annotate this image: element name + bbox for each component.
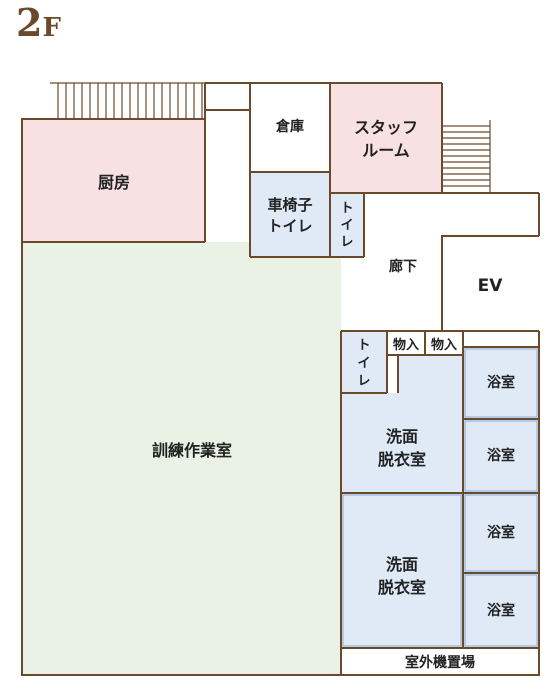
walls <box>21 82 540 676</box>
wheelchair-toilet-label-2: トイレ <box>267 217 312 235</box>
blue-room-outlines <box>342 348 538 647</box>
staff-room <box>330 83 442 193</box>
training-room-label: 訓練作業室 <box>152 441 232 460</box>
toilet-small-label-1: ト <box>340 201 353 216</box>
washroom-lower <box>341 493 463 648</box>
outdoor-unit-label: 室外機置場 <box>405 654 475 671</box>
wheelchair-toilet <box>250 172 330 257</box>
washroom-b-label-2: 脱衣室 <box>378 578 426 597</box>
training-room <box>22 242 341 675</box>
washroom-b-label-1: 洗面 <box>386 555 418 574</box>
toilet2-label-1: ト <box>357 338 370 353</box>
hallway-label: 廊下 <box>389 258 417 275</box>
toilet-small-label-2: イ <box>340 218 353 233</box>
elevator-label: EV <box>478 276 504 296</box>
washroom-upper <box>341 355 463 493</box>
bath-1-label: 浴室 <box>487 374 515 391</box>
stairs-left <box>50 82 205 119</box>
stairs-right <box>442 120 491 193</box>
toilet-small-room <box>330 193 364 257</box>
washroom-a-label-1: 洗面 <box>386 427 418 446</box>
bath-4-label: 浴室 <box>487 602 515 619</box>
bath-room-1 <box>463 347 539 419</box>
bath-room-2 <box>463 419 539 493</box>
toilet2-label-3: レ <box>357 374 370 389</box>
floor-number: 2 <box>16 0 43 45</box>
storage-a-label: 物入 <box>393 337 419 353</box>
storage-label: 倉庫 <box>275 118 304 135</box>
bath-room-4 <box>463 573 539 648</box>
staff-room-label-2: ルーム <box>362 141 410 160</box>
toilet2-label-2: イ <box>357 356 370 371</box>
storage-b-label: 物入 <box>431 337 457 353</box>
staff-room-label-1: スタッフ <box>354 118 418 137</box>
floor-title: 2F <box>16 4 61 42</box>
bath-room-3 <box>463 493 539 573</box>
bath-3-label: 浴室 <box>487 524 515 541</box>
bath-2-label: 浴室 <box>487 447 515 464</box>
floor-suffix: F <box>42 13 61 43</box>
kitchen-room <box>22 119 205 242</box>
toilet-room-2 <box>341 331 387 393</box>
toilet-small-label-3: レ <box>340 235 353 250</box>
wheelchair-toilet-label-1: 車椅子 <box>267 196 312 214</box>
kitchen-label: 厨房 <box>98 173 130 192</box>
washroom-a-label-2: 脱衣室 <box>378 450 426 469</box>
